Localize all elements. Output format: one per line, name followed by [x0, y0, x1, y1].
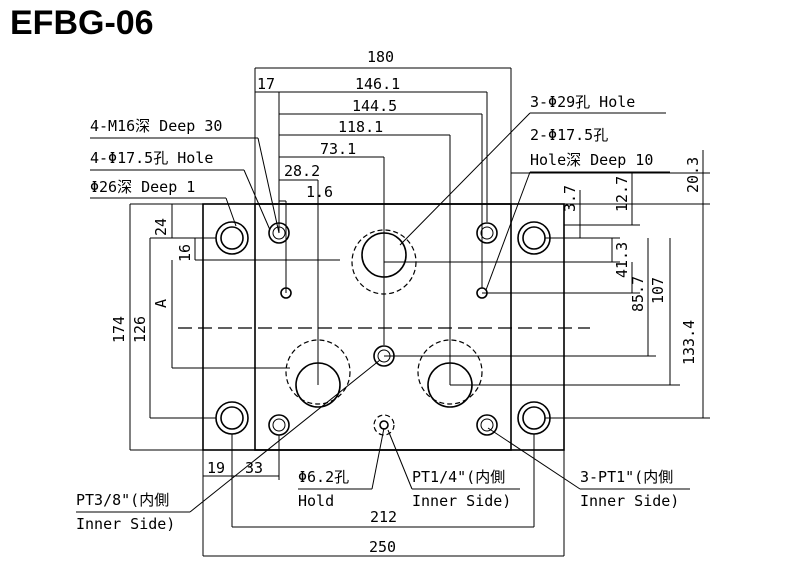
callout-phi62-b: Hold: [298, 492, 334, 510]
dim-19: 19: [207, 459, 225, 477]
dim-126: 126: [131, 316, 149, 343]
callout-m16: 4-M16深 Deep 30: [90, 117, 222, 135]
dim-146-1: 146.1: [355, 75, 400, 93]
thread-hole-top-right: [476, 222, 498, 244]
dim-33: 33: [245, 459, 263, 477]
dim-118-1: 118.1: [338, 118, 383, 136]
mounting-hole-bottom-left: [215, 401, 249, 435]
pt14-port: [373, 414, 395, 436]
dim-1-6: 1.6: [306, 183, 333, 201]
callout-pt38-a: PT3/8"(内側: [76, 491, 169, 509]
dim-16: 16: [176, 244, 194, 262]
callout-hole2-175: 2-Φ17.5孔: [530, 126, 608, 144]
dim-73-1: 73.1: [320, 140, 356, 158]
dim-174: 174: [110, 316, 128, 343]
dim-28-2: 28.2: [284, 162, 320, 180]
callout-pt1-a: 3-PT1"(内側: [580, 468, 673, 486]
dim-85-7: 85.7: [629, 276, 647, 312]
dim-144-5: 144.5: [352, 97, 397, 115]
callout-pt14-b: Inner Side): [412, 492, 511, 510]
inner-body: [254, 203, 512, 451]
drawing-title: EFBG-06: [10, 4, 154, 42]
mounting-hole-top-left: [215, 221, 249, 255]
dim-3-7: 3.7: [561, 185, 579, 212]
dim-180: 180: [367, 48, 394, 66]
thread-hole-bottom-right: [476, 414, 498, 436]
callout-holedeep: Hole深 Deep 10: [530, 151, 653, 169]
dim-A: A: [152, 299, 170, 308]
dim-250: 250: [369, 538, 396, 556]
dim-212: 212: [370, 508, 397, 526]
callout-phi62-a: Φ6.2孔: [298, 468, 349, 486]
dim-20-3: 20.3: [684, 157, 702, 193]
callout-pt1-b: Inner Side): [580, 492, 679, 510]
callout-pt14-a: PT1/4"(内側: [412, 468, 505, 486]
dim-107: 107: [649, 277, 667, 304]
dim-133-4: 133.4: [680, 320, 698, 365]
callout-deep26: Φ26深 Deep 1: [90, 178, 195, 196]
dim-41-3: 41.3: [613, 242, 631, 278]
callout-hole175: 4-Φ17.5孔 Hole: [90, 149, 213, 167]
dim-17: 17: [257, 75, 275, 93]
callout-hole29: 3-Φ29孔 Hole: [530, 93, 635, 111]
callout-pt38-b: Inner Side): [76, 515, 175, 533]
thread-hole-bottom-left: [268, 414, 290, 436]
dim-12-7: 12.7: [613, 176, 631, 212]
dim-24: 24: [152, 218, 170, 236]
